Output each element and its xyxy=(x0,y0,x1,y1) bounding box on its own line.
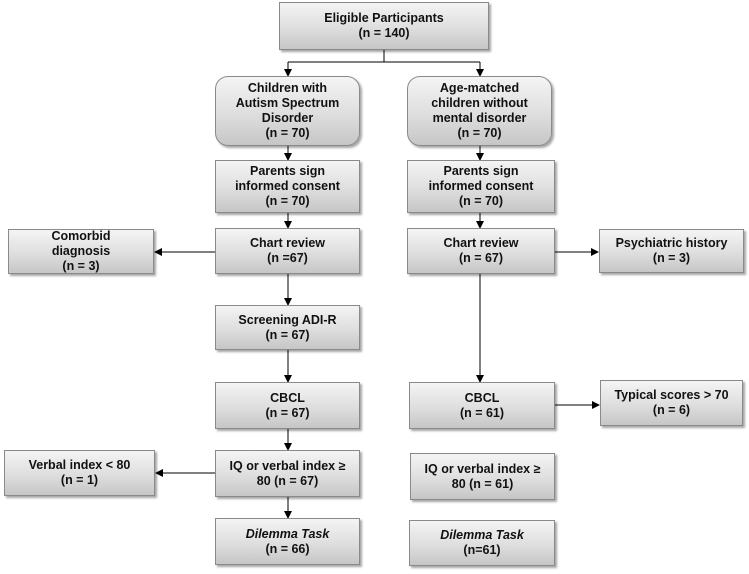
eligible-participants-box: Eligible Participants (n = 140) xyxy=(279,2,489,50)
box-line: IQ or verbal index ≥ xyxy=(229,458,346,473)
box-line: (n = 67) xyxy=(265,405,310,420)
box-line: Dilemma Task xyxy=(245,526,330,541)
box-line: IQ or verbal index ≥ xyxy=(424,461,541,476)
box-line: Psychiatric history xyxy=(615,236,728,250)
box-line: informed consent xyxy=(428,179,534,193)
box-line: (n = 70) xyxy=(265,194,310,208)
typical-scores-box: Typical scores > 70 (n = 6) xyxy=(600,380,743,426)
asd-group-box: Children with Autism Spectrum Disorder (… xyxy=(215,76,360,146)
box-line: informed consent xyxy=(235,179,340,193)
box-line: (n = 140) xyxy=(358,26,410,40)
box-line: Eligible Participants xyxy=(324,11,444,25)
asd-consent-box: Parents sign informed consent (n = 70) xyxy=(215,160,360,213)
box-line: Comorbid xyxy=(51,229,111,243)
box-line: Autism Spectrum xyxy=(235,96,340,110)
box-line: (n = 67) xyxy=(265,327,310,342)
box-line: Disorder xyxy=(261,111,314,125)
control-consent-box: Parents sign informed consent (n = 70) xyxy=(407,160,555,213)
box-line: (n =67) xyxy=(267,251,308,265)
box-line: (n = 70) xyxy=(458,194,504,208)
asd-cbcl-box: CBCL (n = 67) xyxy=(215,382,360,429)
box-line: 80 (n = 67) xyxy=(256,473,319,488)
box-line: Children with xyxy=(247,81,328,95)
box-line: (n = 3) xyxy=(62,259,100,273)
box-line: mental disorder xyxy=(432,111,527,125)
box-line: Chart review xyxy=(443,236,519,250)
box-line: (n = 3) xyxy=(652,251,691,265)
control-chart-review-box: Chart review (n = 67) xyxy=(407,228,555,274)
box-line: 80 (n = 61) xyxy=(451,476,514,491)
box-line: (n = 61) xyxy=(459,405,505,420)
asd-screening-box: Screening ADI-R (n = 67) xyxy=(215,305,360,350)
psychiatric-history-box: Psychiatric history (n = 3) xyxy=(599,229,744,273)
control-cbcl-box: CBCL (n = 61) xyxy=(409,382,555,429)
box-line: (n = 67) xyxy=(458,251,504,265)
box-line: Verbal index < 80 xyxy=(28,458,131,472)
box-line: Screening ADI-R xyxy=(238,312,337,327)
asd-dilemma-task-box: Dilemma Task (n = 66) xyxy=(215,518,360,565)
box-line: (n = 1) xyxy=(60,473,99,487)
box-line: diagnosis xyxy=(51,244,111,258)
box-line: CBCL xyxy=(464,390,500,405)
asd-chart-review-box: Chart review (n =67) xyxy=(215,228,360,274)
box-line: children without xyxy=(431,96,528,110)
box-line: Age-matched xyxy=(439,81,520,95)
control-dilemma-task-box: Dilemma Task (n=61) xyxy=(409,520,555,566)
asd-iq-box: IQ or verbal index ≥ 80 (n = 67) xyxy=(215,450,360,497)
box-line: (n = 66) xyxy=(265,541,310,556)
box-line: (n=61) xyxy=(463,543,501,557)
box-line: Parents sign xyxy=(443,164,519,178)
comorbid-diagnosis-box: Comorbid diagnosis (n = 3) xyxy=(8,229,154,274)
box-line: (n = 70) xyxy=(457,126,502,140)
box-line: CBCL xyxy=(270,390,305,405)
control-iq-box: IQ or verbal index ≥ 80 (n = 61) xyxy=(410,453,555,500)
box-line: Dilemma Task xyxy=(440,528,524,542)
box-line: Parents sign xyxy=(249,164,326,178)
box-line: (n = 70) xyxy=(265,126,310,140)
box-line: (n = 6) xyxy=(652,403,691,417)
box-line: Typical scores > 70 xyxy=(614,388,729,402)
verbal-index-excluded-box: Verbal index < 80 (n = 1) xyxy=(4,450,155,496)
box-line: Chart review xyxy=(249,236,326,250)
control-group-box: Age-matched children without mental diso… xyxy=(407,76,552,146)
